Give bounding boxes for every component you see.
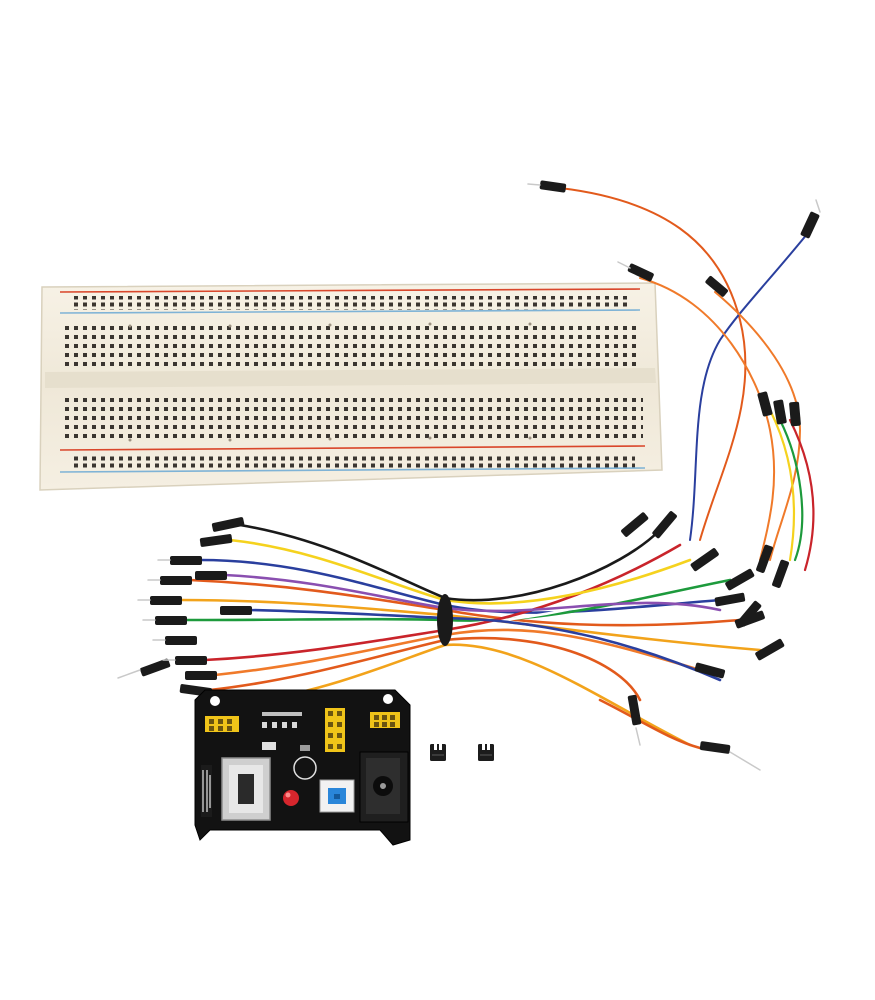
power-led: [283, 790, 299, 806]
pin-header-left: [205, 716, 239, 732]
dc-barrel-jack: [359, 751, 409, 823]
voltage-select-header: [325, 708, 345, 752]
silkscreen-text: [201, 765, 212, 817]
jumper-cap: [430, 744, 446, 761]
usb-port: [221, 757, 271, 821]
pin-header-right: [370, 712, 400, 728]
power-switch: [319, 779, 355, 813]
breadboard: [39, 282, 663, 491]
jumper-cap: [478, 744, 494, 761]
jumper-caps: [430, 744, 494, 761]
loose-jumper-wires: [527, 180, 822, 592]
power-supply-module: [194, 689, 411, 846]
jumper-wire-bundle: [117, 511, 789, 771]
